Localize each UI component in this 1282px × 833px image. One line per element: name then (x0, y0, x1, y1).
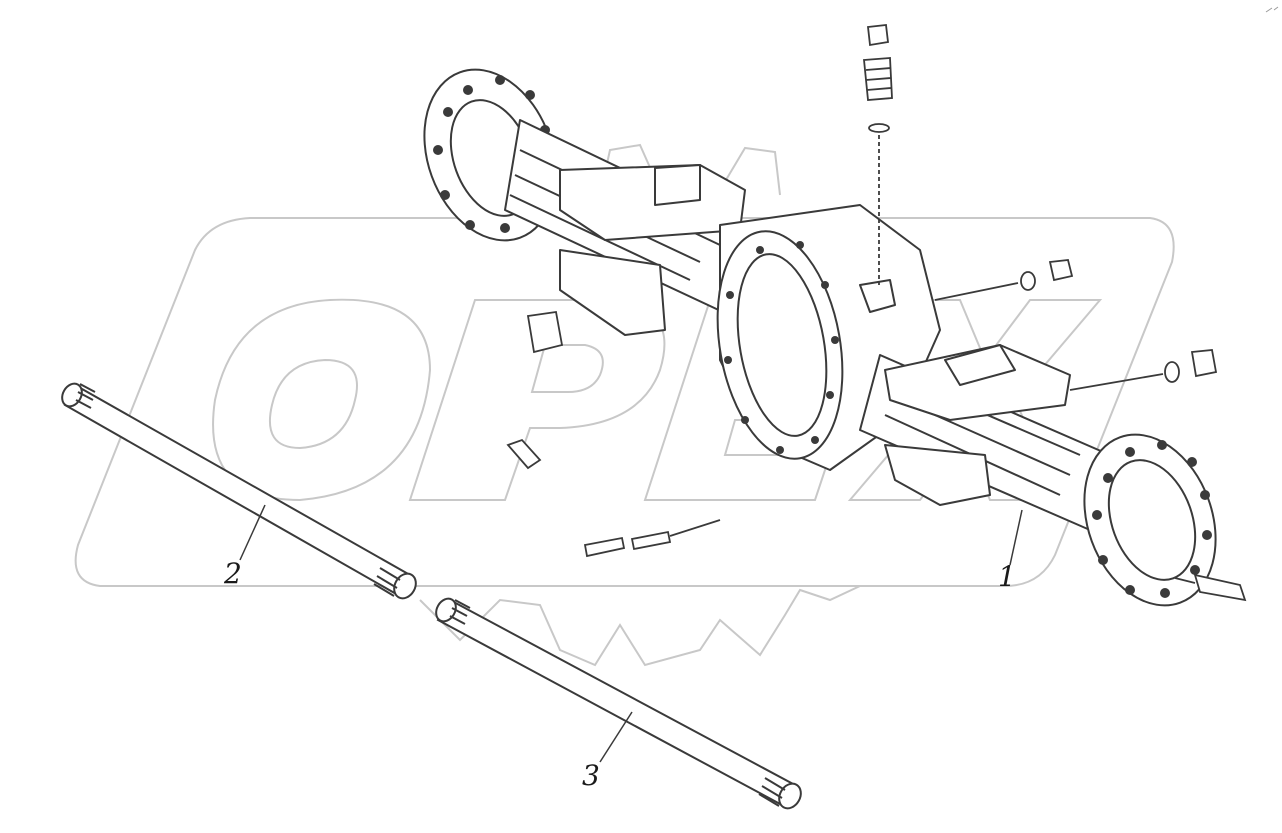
right-plug-lower (1190, 349, 1218, 378)
stud-leader (1174, 577, 1196, 584)
dowel-pin-2 (630, 530, 672, 551)
left-spring-pad (559, 164, 746, 241)
right-lower-bracket (884, 444, 991, 506)
callout-1: 1 (998, 560, 1016, 593)
top-washer (868, 123, 890, 133)
differential-opening-inner (736, 253, 828, 437)
top-bolt-thread (865, 67, 892, 91)
right-oring-upper (1020, 271, 1036, 291)
small-parts (506, 24, 1247, 602)
right-flange-bolts (1092, 440, 1212, 598)
stud-bolt (1193, 573, 1247, 602)
left-spring-pad-face (654, 164, 701, 206)
watermark-gear-bottom (419, 585, 861, 667)
callout-leaders (239, 504, 1023, 763)
leader-2 (239, 504, 266, 561)
shaft-3-splines (449, 599, 786, 807)
right-leader-lower (1069, 373, 1164, 391)
dowel-pin-1 (583, 536, 626, 558)
right-spring-pad-top (944, 344, 1016, 386)
corner-mark (1265, 6, 1279, 13)
center-flange-bolts (724, 241, 839, 454)
leader-1 (1009, 509, 1023, 566)
right-oring-lower (1164, 361, 1180, 383)
right-leader-upper (934, 282, 1019, 301)
axle-housing (423, 68, 1217, 607)
shaft-2-splines (75, 383, 401, 597)
top-cap (867, 24, 889, 47)
callout-2: 2 (224, 557, 242, 590)
half-shaft-2 (61, 382, 417, 600)
mount-block (526, 310, 564, 354)
watermark-letter-o (212, 298, 432, 502)
small-bolt (506, 438, 542, 470)
watermark-band (74, 217, 1175, 587)
half-shaft-3 (435, 597, 802, 810)
right-flange-inner (1107, 459, 1197, 581)
breather-boss (859, 279, 896, 313)
right-plug-upper (1048, 259, 1074, 282)
callout-3: 3 (582, 759, 600, 792)
leader-3 (599, 711, 633, 763)
pin-leader (669, 519, 721, 537)
left-lower-bracket (559, 249, 666, 336)
